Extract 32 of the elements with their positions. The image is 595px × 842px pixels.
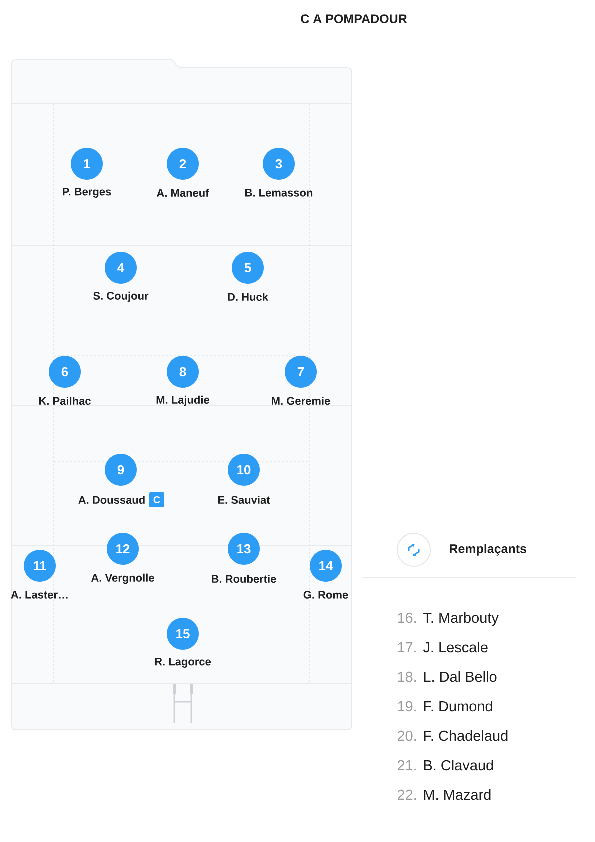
player-name: P. Berges	[63, 188, 112, 198]
substitute-name: M. Mazard	[424, 790, 491, 800]
list-number: 16.	[398, 612, 416, 624]
player-name: M. Lajudie	[156, 396, 210, 406]
player-name: A. Maneuf	[157, 188, 210, 198]
list-number: 19.	[398, 701, 416, 712]
substitute-name: F. Dumond	[424, 701, 492, 712]
captain-badge: C	[150, 492, 164, 508]
player-name: R. Lagorce	[155, 658, 212, 668]
substitute-name: T. Marbouty	[424, 612, 499, 626]
list-number: 20.	[398, 730, 416, 742]
player-name: E. Sauviat	[218, 496, 270, 504]
substitute-name: F. Chadelaud	[424, 730, 508, 742]
player-name: M. Geremie	[272, 396, 330, 406]
player-name: D. Huck	[228, 292, 268, 302]
section-heading: Remplaçants	[450, 544, 526, 556]
team-title: C A POMPADOUR	[301, 14, 408, 24]
substitute-name: B. Clavaud	[424, 760, 494, 771]
list-number: 22.	[398, 790, 416, 800]
player-name: B. Roubertie	[212, 574, 276, 584]
player-name: G. Rome	[304, 591, 348, 599]
list-number: 18.	[398, 672, 416, 682]
player-name: K. Pailhac	[39, 396, 91, 406]
player-name: A. Laster…	[11, 591, 68, 599]
player-name: A. Vergnolle	[91, 574, 154, 584]
player-name: S. Coujour	[94, 292, 149, 302]
player-name: B. Lemasson	[246, 189, 313, 197]
list-number: 17.	[398, 642, 416, 652]
list-number: 21.	[398, 760, 416, 770]
substitute-name: J. Lescale	[423, 642, 488, 653]
substitute-name: L. Dal Bello	[424, 672, 497, 682]
player-name: A. Doussaud	[78, 496, 145, 504]
